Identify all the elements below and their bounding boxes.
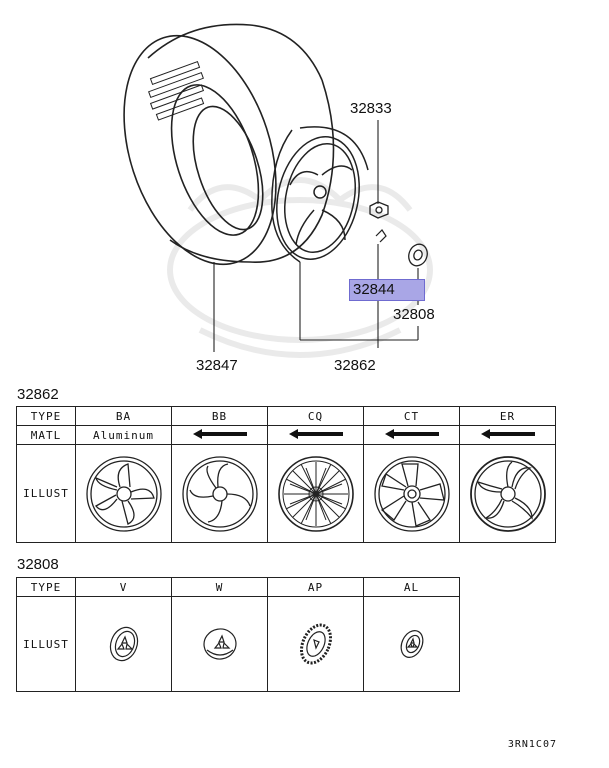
matl-cell-ba: Aluminum	[75, 425, 172, 445]
matl-cell-cq	[267, 425, 364, 445]
cap-illust-row-label: ILLUST	[16, 596, 76, 692]
left-arrow-icon	[480, 428, 535, 439]
type-cell-er: ER	[459, 406, 556, 426]
wheel-bb-illustration	[181, 455, 258, 532]
type-cell-bb: BB	[171, 406, 268, 426]
cap-illust-cell-al	[363, 596, 460, 692]
cap-types-table: TYPE V W AP AL ILLUST	[16, 577, 460, 692]
illust-cell-ct	[363, 444, 460, 543]
wheel-ba-illustration	[85, 455, 162, 532]
diagram-code: 3RN1C07	[507, 739, 557, 750]
cap-v-illustration	[109, 626, 138, 662]
center-cap-drawing	[408, 243, 428, 267]
cap-type-cell-ap: AP	[267, 577, 364, 597]
cap-type-cell-al: AL	[363, 577, 460, 597]
cap-ap-illustration	[299, 623, 332, 665]
table-32862-title: 32862	[17, 386, 59, 403]
callout-32808: 32808	[393, 306, 435, 323]
illust-row-label: ILLUST	[16, 444, 76, 543]
table-32808-title: 32808	[17, 556, 59, 573]
wheel-types-table: TYPE BA BB CQ CT ER MATL Aluminum ILLUST	[16, 406, 556, 543]
type-cell-ba: BA	[75, 406, 172, 426]
type-cell-ct: CT	[363, 406, 460, 426]
cap-type-cell-v: V	[75, 577, 172, 597]
type-row-label: TYPE	[16, 406, 76, 426]
valve-clip-drawing	[375, 229, 387, 243]
cap-illust-cell-v	[75, 596, 172, 692]
wheel-er-illustration	[469, 455, 546, 532]
cap-w-illustration	[202, 628, 237, 660]
exploded-diagram	[123, 23, 433, 358]
cap-al-illustration	[400, 630, 423, 658]
matl-cell-bb	[171, 425, 268, 445]
wheel-ct-illustration	[373, 455, 450, 532]
matl-cell-ct	[363, 425, 460, 445]
left-arrow-icon	[384, 428, 439, 439]
tread-pattern	[148, 60, 205, 121]
matl-row-label: MATL	[16, 425, 76, 445]
leader-lines	[213, 120, 419, 352]
type-cell-cq: CQ	[267, 406, 364, 426]
cap-type-cell-w: W	[171, 577, 268, 597]
illust-cell-er	[459, 444, 556, 543]
wheel-cq-illustration	[277, 455, 354, 532]
matl-cell-er	[459, 425, 556, 445]
callout-32833: 32833	[350, 100, 392, 117]
left-arrow-icon	[288, 428, 343, 439]
cap-type-row-label: TYPE	[16, 577, 76, 597]
tire-drawing	[123, 23, 335, 266]
callout-32847: 32847	[196, 357, 238, 374]
illust-cell-ba	[75, 444, 172, 543]
illust-cell-bb	[171, 444, 268, 543]
callout-32844: 32844	[353, 281, 395, 298]
callout-32862: 32862	[334, 357, 376, 374]
wheel-drawing	[271, 126, 369, 263]
left-arrow-icon	[192, 428, 247, 439]
illust-cell-cq	[267, 444, 364, 543]
cap-illust-cell-w	[171, 596, 268, 692]
callout-32844-highlight[interactable]: 32844	[349, 279, 425, 301]
cap-illust-cell-ap	[267, 596, 364, 692]
